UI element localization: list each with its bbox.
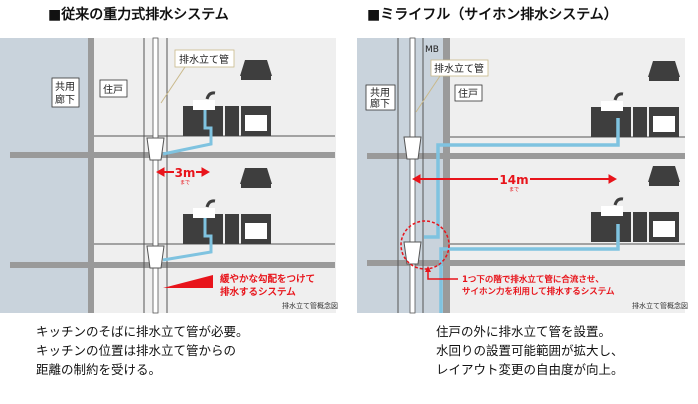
siphon-pipe [424, 118, 620, 239]
pipe-label: 排水立て管 [179, 53, 229, 66]
drain-standpipe [397, 37, 424, 314]
note-line: 緩やかな勾配をつけて [220, 273, 315, 285]
caption-line: 住戸の外に排水立て管を設置。 [436, 324, 612, 339]
drain-standpipe [143, 37, 168, 314]
note-line: サイホン力を利用して排水するシステム [462, 286, 615, 297]
right-title: ■ミライフル（サイホン排水システム） [367, 7, 618, 23]
unit-label: 住戸 [103, 83, 123, 96]
note-line: 1つ下の階で排水立て管に合流させ、 [462, 274, 604, 285]
caption-line: レイアウト変更の自由度が向上。 [436, 362, 624, 377]
floor-slab [10, 262, 335, 268]
corridor-area [357, 38, 443, 313]
caption-line: 距離の制約を受ける。 [36, 362, 162, 377]
figure-caption: 排水立て管概念図 [282, 301, 338, 310]
left-caption: キッチンのそばに排水立て管が必要。 キッチンの位置は排水立て管からの 距離の制約… [36, 322, 249, 379]
distance-label: 14m [499, 173, 528, 187]
corridor-label: 廊下 [55, 93, 75, 106]
slope-wedge [163, 275, 213, 288]
junction-highlight [400, 220, 450, 270]
floor-slab [10, 152, 335, 158]
left-diagram [0, 37, 336, 314]
siphon-pipe [439, 224, 620, 313]
caption-line: 水回りの設置可能範囲が拡大し、 [436, 343, 624, 358]
right-diagram [357, 37, 685, 314]
distance-arrow [411, 174, 618, 184]
left-title: ■従来の重力式排水システム [48, 7, 229, 23]
caption-line: キッチンのそばに排水立て管が必要。 [36, 324, 249, 339]
corridor-label: 共用 [370, 87, 390, 99]
floor-slab [367, 260, 685, 266]
caption-line: キッチンの位置は排水立て管からの [36, 343, 237, 358]
floor-slab [367, 153, 685, 159]
mb-label: MB [425, 45, 439, 55]
distance-sub: まで [509, 187, 519, 193]
note-line: 排水するシステム [220, 286, 296, 298]
distance-label: 3m [175, 166, 196, 180]
corridor-label: 廊下 [370, 97, 390, 110]
drain-pipe [162, 110, 213, 156]
figure-caption: 排水立て管概念図 [632, 301, 688, 310]
distance-arrow [155, 167, 211, 177]
pipe-label: 排水立て管 [434, 62, 484, 75]
corridor-label: 共用 [55, 81, 75, 93]
unit-label: 住戸 [458, 87, 478, 100]
right-caption: 住戸の外に排水立て管を設置。 水回りの設置可能範囲が拡大し、 レイアウト変更の自… [436, 322, 624, 379]
drain-pipe [162, 218, 213, 262]
distance-sub: まで [180, 180, 190, 186]
